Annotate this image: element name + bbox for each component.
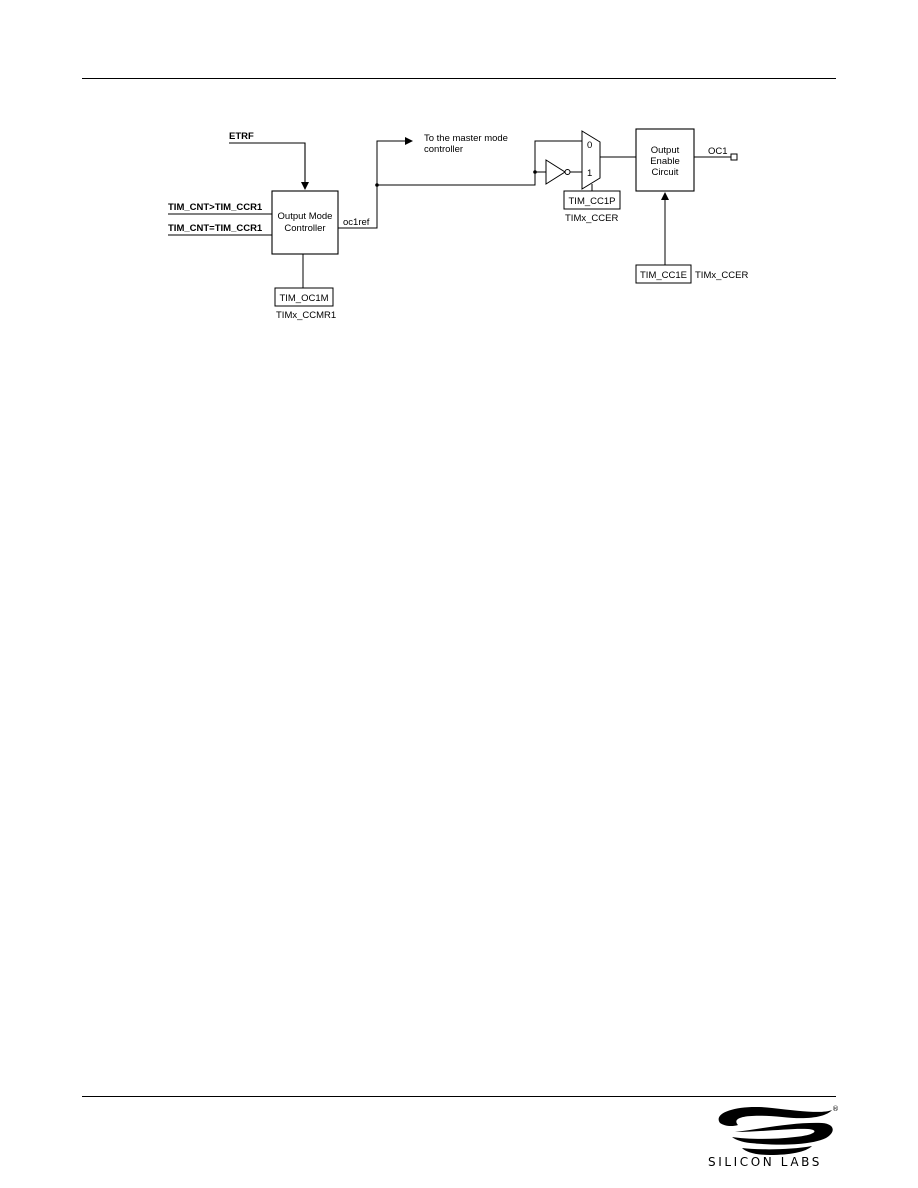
etrf-label: ETRF [229, 131, 254, 142]
output-mode-controller-label-2: Controller [284, 223, 325, 234]
cc1e-register-box [635, 264, 692, 284]
output-mode-controller-box [271, 190, 339, 255]
footer-rule [82, 1096, 836, 1097]
cc1p-register-label: TIM_CC1P [569, 196, 616, 207]
mux-in1-label: 1 [587, 168, 592, 179]
inverter-icon [545, 159, 566, 185]
output-enable-label-1: Output [651, 145, 680, 156]
inverter-bubble [564, 169, 571, 175]
cc1p-register-box [563, 190, 621, 210]
output-enable-label-3: Circuit [652, 167, 679, 178]
inverter-junction [533, 170, 537, 174]
output-enable-label-2: Enable [650, 156, 680, 167]
cc1p-owner-label: TIMx_CCER [565, 213, 618, 224]
oc1m-register-label: TIM_OC1M [279, 293, 328, 304]
oc1-label: OC1 [708, 146, 728, 157]
oc1-pin [730, 153, 738, 161]
cnt-eq-ccr1-label: TIM_CNT=TIM_CCR1 [168, 223, 263, 234]
master-mode-label-1: To the master mode [424, 133, 508, 144]
cc1e-owner-label: TIMx_CCER [695, 270, 748, 281]
etrf-line [229, 142, 309, 190]
oc1m-register-box [274, 287, 334, 307]
output-enable-circuit-box [635, 128, 695, 192]
master-mode-label-2: controller [424, 144, 463, 155]
oc1ref-label: oc1ref [343, 217, 370, 228]
header-rule [82, 78, 836, 79]
cc1e-register-label: TIM_CC1E [640, 270, 687, 281]
oc1m-owner-label: TIMx_CCMR1 [276, 310, 336, 321]
registered-mark: ® [832, 1105, 839, 1113]
mux-in0-line [377, 140, 582, 186]
cnt-gt-ccr1-label: TIM_CNT>TIM_CCR1 [168, 202, 263, 213]
mux-in0-label: 0 [587, 140, 592, 151]
silicon-labs-logo-icon [718, 1106, 833, 1155]
output-mode-controller-label-1: Output Mode [278, 211, 333, 222]
multiplexer-shape [581, 130, 601, 190]
silicon-labs-wordmark: SILICON LABS [708, 1155, 822, 1169]
